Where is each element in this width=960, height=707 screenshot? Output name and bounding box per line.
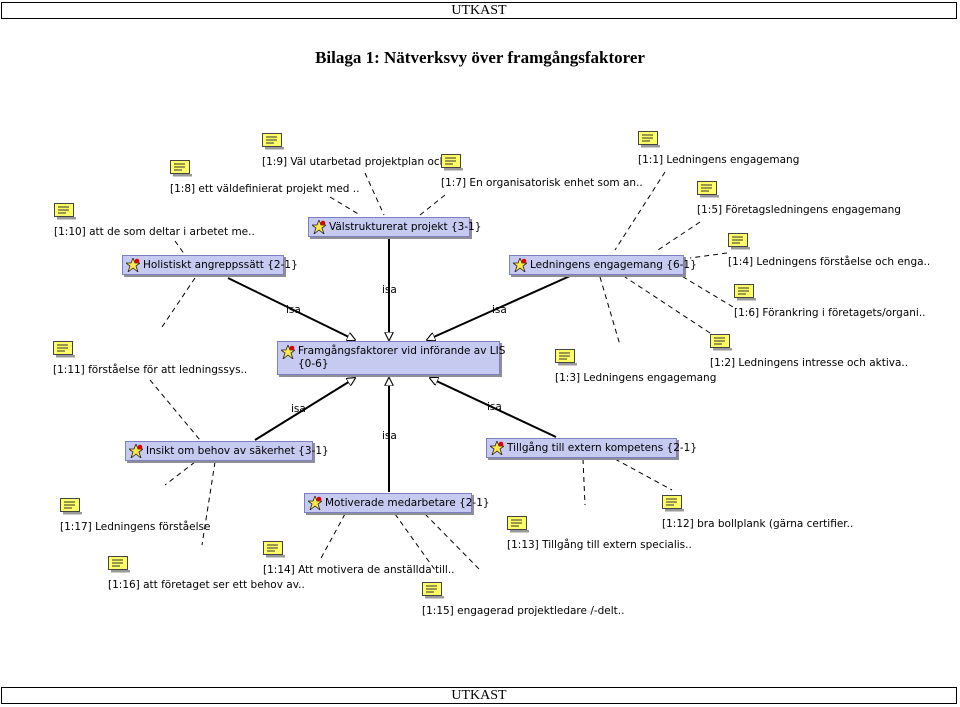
code-node-icon <box>129 444 143 458</box>
isa-edge-holistiskt <box>227 277 355 340</box>
link-q1-11 <box>159 277 196 331</box>
link-q1-1 <box>614 171 666 251</box>
quotation-text: [1:10] att de som deltar i arbetet me.. <box>54 226 255 238</box>
memo-icon <box>710 334 732 351</box>
code-node-icon <box>490 441 504 455</box>
quotation-text: [1:2] Ledningens intresse och aktiva.. <box>710 357 909 369</box>
code-node-label: Ledningens engagemang {6-1} <box>530 259 697 271</box>
link-q1-17 <box>149 379 201 441</box>
memo-icon <box>262 133 284 150</box>
draft-header: UTKAST <box>1 2 957 19</box>
memo-icon <box>53 341 75 358</box>
quotation-text: [1:3] Ledningens engagemang <box>555 372 717 384</box>
code-node-label: Motiverade medarbetare {2-1} <box>325 497 490 509</box>
code-node-insikt[interactable]: Insikt om behov av säkerhet {3-1} <box>125 441 329 461</box>
code-node-icon <box>513 258 527 272</box>
isa-label: isa <box>286 304 301 316</box>
link-q1-6 <box>679 274 734 308</box>
link-q1-8 <box>329 196 361 216</box>
code-node-label: Välstrukturerat projekt {3-1} <box>329 221 482 233</box>
draft-footer: UTKAST <box>1 687 957 704</box>
isa-label: isa <box>291 403 306 415</box>
memo-icon <box>170 160 192 177</box>
link-q1-13 <box>582 458 586 506</box>
code-node-framgangsfaktorer[interactable]: Framgångsfaktorer vid införande av LIS{0… <box>277 341 505 375</box>
isa-label: isa <box>382 284 397 296</box>
link-q1-10 <box>174 240 186 256</box>
link-q1-2 <box>624 276 711 334</box>
quotation-text: [1:8] ett väldefinierat projekt med .. <box>170 183 360 195</box>
quotation-text: [1:6] Förankring i företagets/organi.. <box>734 307 926 319</box>
link-q1-15b <box>424 513 481 571</box>
quotation-text: [1:5] Företagsledningens engagemang <box>697 204 901 216</box>
memo-icon <box>734 284 756 301</box>
code-node-ledningens[interactable]: Ledningens engagemang {6-1} <box>509 255 697 275</box>
memo-icon <box>728 233 750 250</box>
code-node-icon <box>126 258 140 272</box>
memo-icon <box>441 154 463 171</box>
isa-label: isa <box>487 401 502 413</box>
code-node-icon <box>281 345 295 359</box>
code-node-label: Tillgång till extern kompetens {2-1} <box>507 442 698 454</box>
link-q1-5 <box>654 221 701 253</box>
isa-edge-tillgang <box>430 378 557 438</box>
code-node-count: {0-6} <box>298 358 329 370</box>
quotation-text: [1:1] Ledningens engagemang <box>638 154 800 166</box>
memo-icon <box>108 556 130 573</box>
page-title: Bilaga 1: Nätverksvy över framgångsfakto… <box>315 48 645 67</box>
code-node-label: Holistiskt angreppssätt {2-1} <box>143 259 298 271</box>
link-q1-15a <box>394 513 436 571</box>
quotation-text: [1:4] Ledningens förståelse och enga.. <box>728 256 931 268</box>
quotation-text: [1:12] bra bollplank (gärna certifier.. <box>662 518 854 530</box>
isa-label: isa <box>492 304 507 316</box>
quotation-text: [1:15] engagerad projektledare /-delt.. <box>422 605 625 617</box>
quotation-text: [1:17] Ledningens förståelse <box>60 521 211 533</box>
quotation-text: [1:16] att företaget ser ett behov av.. <box>108 579 305 591</box>
code-node-icon <box>312 220 326 234</box>
code-node-holistiskt[interactable]: Holistiskt angreppssätt {2-1} <box>122 255 298 275</box>
quotation-text: [1:13] Tillgång till extern specialis.. <box>507 539 692 551</box>
link-q1-17b <box>164 461 196 486</box>
memo-icon <box>60 498 82 515</box>
memo-icon <box>555 349 577 366</box>
code-node-label: Insikt om behov av säkerhet {3-1} <box>146 445 329 457</box>
link-q1-7 <box>419 194 446 216</box>
isa-edge-insikt <box>254 378 355 441</box>
memo-icon <box>507 516 529 533</box>
isa-label: isa <box>382 430 397 442</box>
link-q1-9 <box>364 172 385 216</box>
link-q1-4 <box>689 252 728 259</box>
link-q1-14 <box>319 513 346 561</box>
link-q1-12 <box>614 458 673 491</box>
quotation-text: [1:14] Att motivera de anställda till.. <box>263 564 455 576</box>
code-node-tillgang[interactable]: Tillgång till extern kompetens {2-1} <box>486 438 697 458</box>
memo-icon <box>662 495 684 512</box>
memo-icon <box>263 541 285 558</box>
code-node-motiverade[interactable]: Motiverade medarbetare {2-1} <box>304 493 490 513</box>
isa-edge-ledningens <box>427 275 571 340</box>
quotation-text: [1:9] Väl utarbetad projektplan och .. <box>262 156 457 168</box>
memo-icon <box>422 582 444 599</box>
quotation-text: [1:11] förståelse för att ledningssys.. <box>53 364 248 376</box>
link-q1-3 <box>599 276 621 346</box>
code-node-label: Framgångsfaktorer vid införande av LIS <box>298 345 506 357</box>
memo-icon <box>697 181 719 198</box>
memo-icon <box>54 203 76 220</box>
memo-icon <box>638 131 660 148</box>
code-node-valstrukturerat[interactable]: Välstrukturerat projekt {3-1} <box>308 217 481 237</box>
quotation-text: [1:7] En organisatorisk enhet som an.. <box>441 177 643 189</box>
code-node-icon <box>308 496 322 510</box>
